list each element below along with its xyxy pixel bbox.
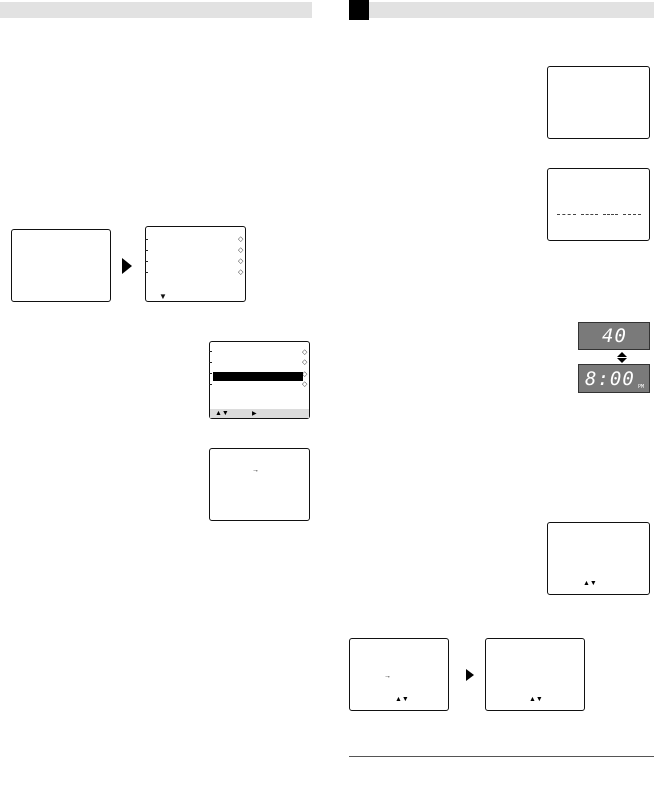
tv-screen-blank-right: [547, 66, 650, 139]
next-arrow-icon: [466, 669, 474, 681]
channel-readout: 40: [602, 325, 627, 347]
entry-field: [581, 214, 598, 215]
clock-display: 8:00 PM: [578, 364, 650, 393]
diamond-icon: ◇: [302, 381, 308, 388]
selected-menu-item: [213, 372, 303, 381]
menu-nav-bar: ▲▼ ▶: [210, 409, 309, 418]
down-arrow-icon: ▼: [159, 292, 167, 301]
up-down-toggle-icon: [617, 352, 627, 364]
menu-item-tick: [209, 384, 212, 385]
time-readout: 8:00: [585, 368, 635, 390]
tv-screen-menu-selected: ◇ ◇ ◇ ◇ ▲▼ ▶: [209, 341, 310, 419]
diamond-icon: ◇: [302, 371, 308, 378]
menu-item-tick: [145, 261, 148, 262]
arrow-glyph: →: [384, 673, 391, 680]
right-arrow-icon: ▶: [252, 411, 257, 417]
entry-field: [623, 214, 641, 215]
next-arrow-icon: [122, 258, 132, 274]
section-marker-tab: [349, 0, 369, 20]
diamond-icon: ◇: [238, 247, 244, 254]
menu-item-tick: [145, 272, 148, 273]
tv-screen-blank: [11, 229, 111, 302]
diamond-icon: ◇: [238, 258, 244, 265]
diamond-icon: ◇: [302, 349, 308, 356]
tv-screen-setting: →: [209, 448, 310, 521]
entry-field: [603, 214, 618, 215]
menu-item-tick: [209, 373, 212, 374]
up-down-arrows-icon: ▲▼: [215, 410, 229, 417]
up-down-arrows-icon: ▲▼: [529, 696, 543, 703]
channel-display: 40: [578, 322, 650, 350]
menu-item-tick: [209, 362, 212, 363]
tv-screen-adjust-before: → ▲▼: [349, 638, 449, 711]
tv-screen-adjust: ▲▼: [547, 522, 650, 595]
up-down-arrows-icon: ▲▼: [395, 696, 409, 703]
diamond-icon: ◇: [238, 236, 244, 243]
diamond-icon: ◇: [302, 359, 308, 366]
menu-item-tick: [145, 250, 148, 251]
arrow-glyph: →: [252, 467, 259, 474]
pm-indicator: PM: [638, 384, 645, 390]
menu-item-tick: [209, 351, 212, 352]
diamond-icon: ◇: [238, 269, 244, 276]
tv-screen-adjust-after: ▲▼: [485, 638, 585, 711]
footer-rule: [349, 756, 654, 757]
tv-screen-menu: ◇ ◇ ◇ ◇ ▼: [145, 226, 246, 302]
menu-item-tick: [145, 239, 148, 240]
entry-field: [557, 214, 576, 215]
left-section-header-bar: [0, 2, 312, 18]
right-section-header-bar: [349, 2, 654, 18]
tv-screen-entry: [547, 168, 650, 241]
up-down-arrows-icon: ▲▼: [583, 580, 597, 587]
